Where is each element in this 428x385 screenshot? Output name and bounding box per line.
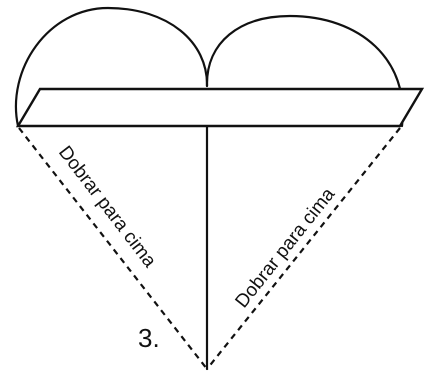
step-number: 3. <box>138 323 160 353</box>
right-fold-label: Dobrar para cima <box>231 184 339 312</box>
right-fold-line <box>207 128 400 369</box>
left-fold-line <box>19 128 207 369</box>
left-fold-label: Dobrar para cima <box>54 142 160 272</box>
folded-band <box>18 89 422 126</box>
